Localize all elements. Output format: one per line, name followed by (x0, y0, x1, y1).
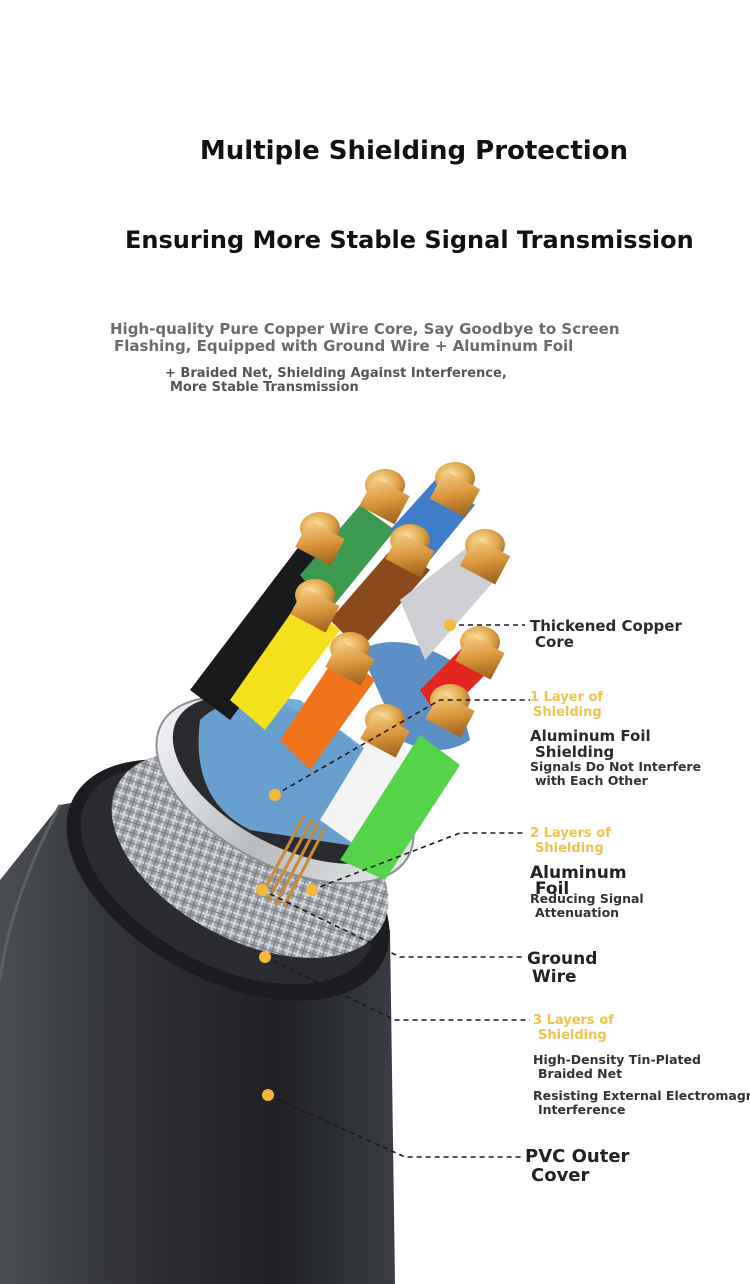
intro-line-3: + Braided Net, Shielding Against Interfe… (165, 366, 507, 381)
page-title: Multiple Shielding Protection (199, 136, 629, 166)
label-layer-1: 1 Layer of Shielding Aluminum Foil Shiel… (530, 690, 702, 788)
copper-cores (290, 462, 511, 758)
brown-wire (330, 545, 430, 650)
intro-line-1: High-quality Pure Copper Wire Core, Say … (110, 320, 620, 338)
label-layer-3: 3 Layers of Shielding High-Density Tin-P… (533, 1013, 750, 1117)
callout-lines (261, 624, 530, 1158)
green-wire-bottom (340, 735, 460, 880)
intro-line-4: More Stable Transmission (170, 380, 359, 395)
page-subtitle: Ensuring More Stable Signal Transmission (125, 226, 694, 254)
callout-dots (256, 619, 456, 1101)
label-copper-core: Thickened Copper Core (530, 617, 682, 651)
gray-wire (400, 545, 495, 660)
white-wire (320, 730, 410, 845)
label-pvc-cover: PVC Outer Cover (525, 1146, 630, 1186)
label-layer-2: 2 Layers of Shielding Aluminum Foil Redu… (530, 826, 644, 920)
label-ground-wire: Ground Wire (527, 949, 598, 987)
ground-wire-strands (260, 814, 326, 908)
yellow-wire (230, 600, 340, 730)
intro-line-2: Flashing, Equipped with Ground Wire + Al… (114, 337, 574, 355)
